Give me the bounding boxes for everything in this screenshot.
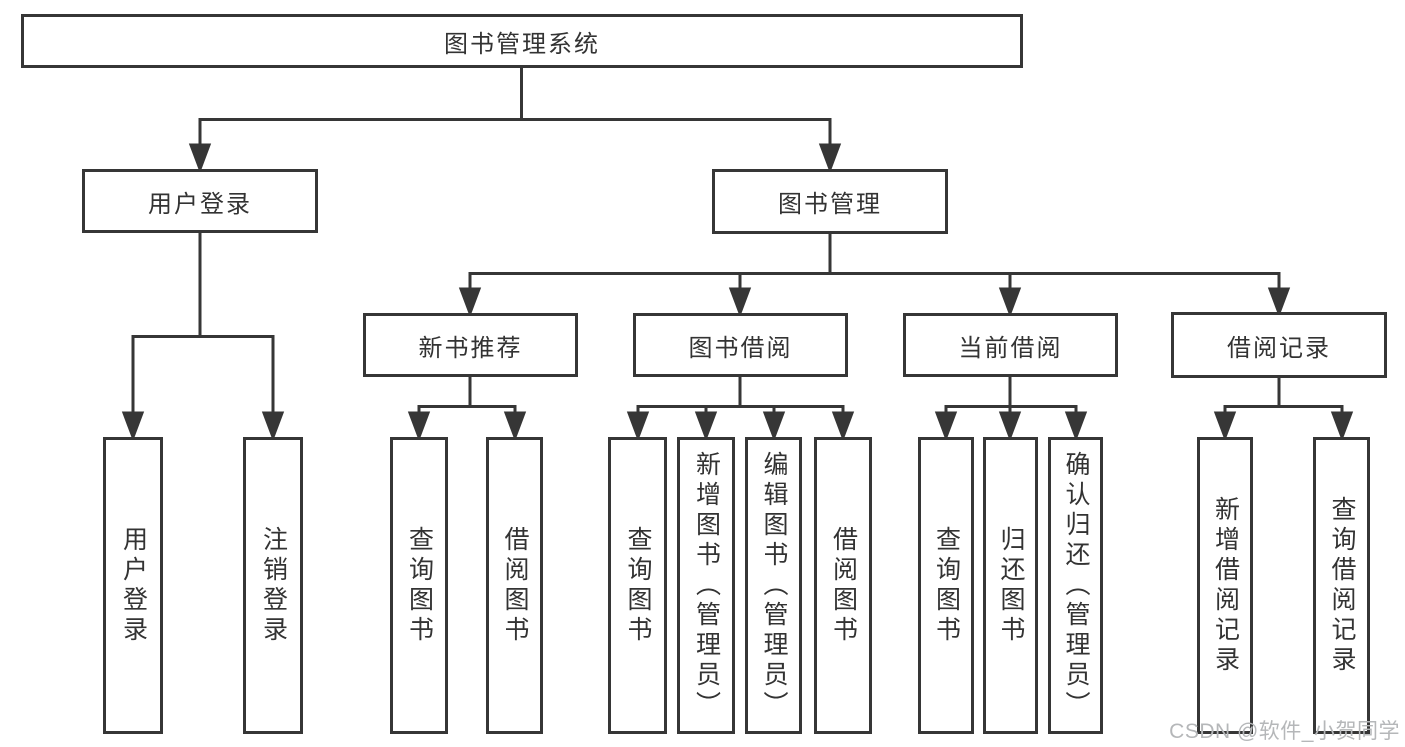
arrowhead-icon — [998, 411, 1022, 442]
leaf-borrow-edit-admin: 编辑图书（管理员） — [745, 437, 802, 734]
leaf-current-confirm-return-admin: 确认归还（管理员） — [1048, 437, 1103, 734]
leaf-record-query: 查询借阅记录 — [1313, 437, 1370, 734]
edge-borrow-record-to-leaves — [1213, 377, 1354, 442]
edge-root-to-level1 — [188, 68, 842, 174]
edge-new-book-to-leaves — [407, 376, 527, 442]
arrowhead-icon — [626, 411, 650, 442]
leaf-user-login: 用户登录 — [103, 437, 163, 734]
arrowhead-icon — [503, 411, 527, 442]
arrowhead-icon — [188, 143, 212, 174]
arrowhead-icon — [728, 287, 752, 318]
edge-user-login-to-leaves — [121, 233, 285, 442]
arrowhead-icon — [1213, 411, 1237, 442]
leaf-borrow-query: 查询图书 — [608, 437, 667, 734]
leaf-new-book-borrow: 借阅图书 — [486, 437, 543, 734]
node-current-borrow: 当前借阅 — [903, 313, 1118, 377]
edge-current-borrow-to-leaves — [934, 376, 1088, 442]
arrowhead-icon — [831, 411, 855, 442]
arrowhead-icon — [934, 411, 958, 442]
node-book-borrow: 图书借阅 — [633, 313, 848, 377]
arrowhead-icon — [998, 287, 1022, 318]
arrowhead-icon — [694, 411, 718, 442]
leaf-current-query: 查询图书 — [918, 437, 974, 734]
arrowhead-icon — [121, 411, 145, 442]
arrowhead-icon — [1064, 411, 1088, 442]
leaf-borrow-book: 借阅图书 — [814, 437, 872, 734]
arrowhead-icon — [458, 287, 482, 318]
arrowhead-icon — [407, 411, 431, 442]
node-user-login: 用户登录 — [82, 169, 318, 233]
arrowhead-icon — [1330, 411, 1354, 442]
leaf-record-add: 新增借阅记录 — [1197, 437, 1253, 734]
arrowhead-icon — [261, 411, 285, 442]
arrowhead-icon — [818, 143, 842, 174]
leaf-logout: 注销登录 — [243, 437, 303, 734]
node-book-management: 图书管理 — [712, 169, 948, 234]
arrowhead-icon — [762, 411, 786, 442]
arrowhead-icon — [1267, 287, 1291, 318]
node-borrow-record: 借阅记录 — [1171, 312, 1387, 378]
node-new-book-recommend: 新书推荐 — [363, 313, 578, 377]
leaf-borrow-add-admin: 新增图书（管理员） — [677, 437, 735, 734]
node-root-library-system: 图书管理系统 — [21, 14, 1023, 68]
leaf-new-book-query: 查询图书 — [390, 437, 448, 734]
leaf-current-return: 归还图书 — [983, 437, 1038, 734]
edge-book-borrow-to-leaves — [626, 376, 855, 442]
edge-book-management-to-level2 — [458, 234, 1291, 318]
csdn-watermark: CSDN @软件_小贺同学 — [1169, 720, 1400, 743]
